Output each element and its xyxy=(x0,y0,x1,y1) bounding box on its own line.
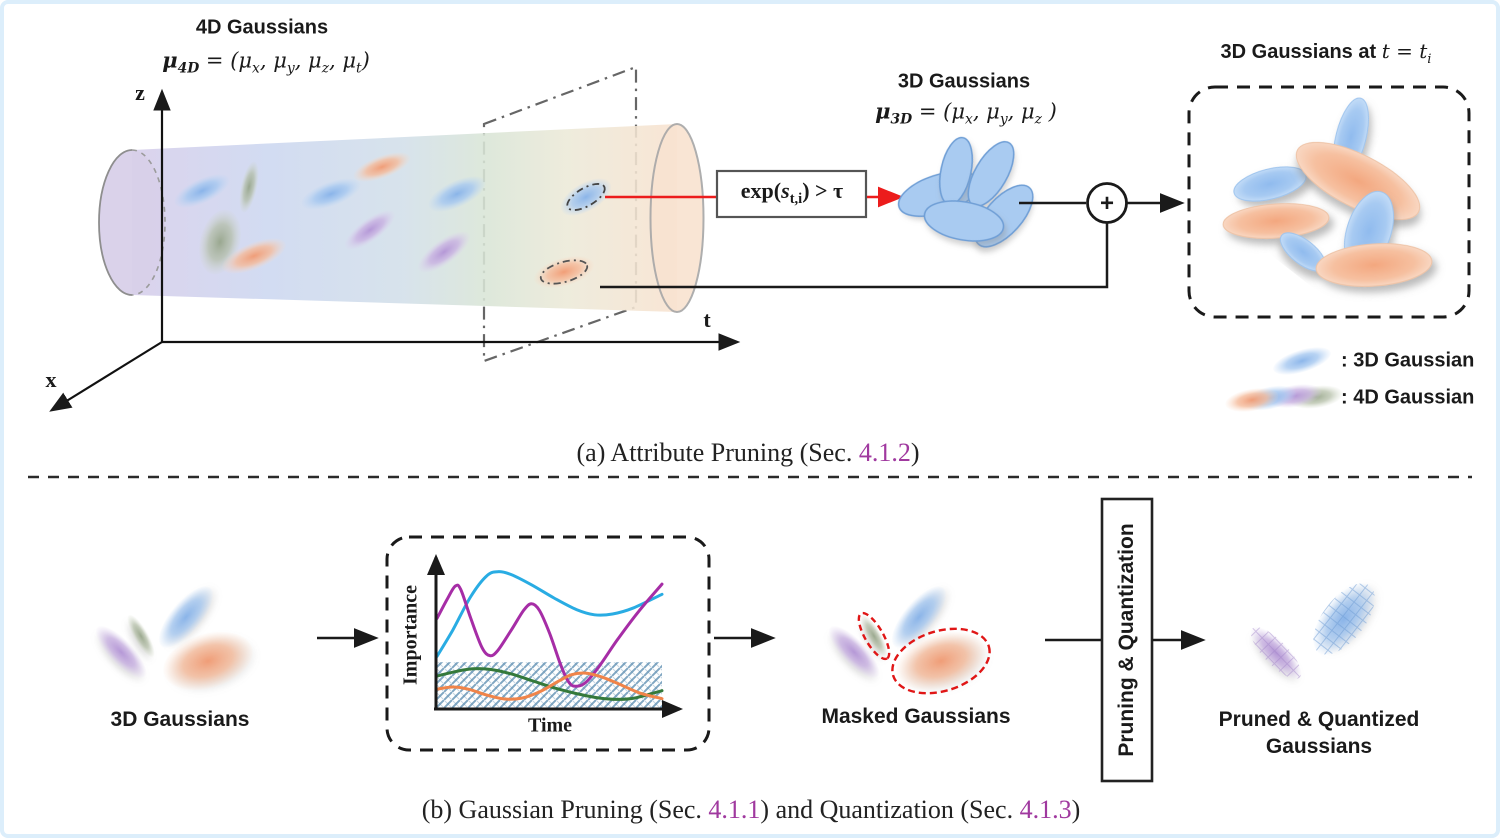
gaussian-ellipse xyxy=(828,626,880,678)
mask-outline-orange xyxy=(891,627,991,695)
3d-gaussians-group xyxy=(95,586,253,691)
plus-label: + xyxy=(1100,190,1114,217)
pruning-box xyxy=(1100,497,1154,783)
axis-label-x: x xyxy=(45,367,57,392)
gaussian-ellipse xyxy=(417,231,471,273)
title-sliced-gaussians: 3D Gaussians at t = ti xyxy=(1220,39,1432,67)
chart-ylabel: Importance xyxy=(399,585,422,685)
legend-4d-label: : 4D Gaussian xyxy=(1341,386,1475,409)
frustum xyxy=(98,124,677,312)
3d-gaussian-petal-cluster xyxy=(897,136,1034,248)
gaussian-ellipse xyxy=(95,626,147,678)
gaussian-ellipse xyxy=(428,176,486,212)
quantized-overlay-blue xyxy=(1313,583,1375,655)
sliced-gaussians-box xyxy=(1187,85,1471,319)
selected-blue-outline xyxy=(566,183,606,211)
gaussian-ellipse xyxy=(860,614,888,658)
legend xyxy=(1225,347,1343,412)
gaussian-ellipse xyxy=(1315,243,1433,287)
caption-a: (a) Attribute Pruning (Sec. 4.1.2) xyxy=(576,438,920,467)
formula-mu-3d: μ3D = (μx, μy, μz ) xyxy=(875,98,1057,128)
pruning-quantization-stage xyxy=(1045,497,1206,783)
frustum-left-cap xyxy=(99,150,165,295)
label-3d-gaussians-b: 3D Gaussians xyxy=(110,708,250,731)
frustum-body xyxy=(132,124,677,312)
masked-gaussians-group xyxy=(828,586,991,695)
gaussian-ellipse xyxy=(1222,203,1330,239)
frustum-right-cap xyxy=(649,123,705,313)
plus-node xyxy=(1086,182,1128,224)
chart-series-orange xyxy=(435,671,664,701)
gaussian-ellipse xyxy=(174,174,230,208)
gaussian-ellipse xyxy=(159,586,213,648)
legend-4d-swatch xyxy=(1225,384,1343,412)
title-4d-gaussians: 4D Gaussians xyxy=(195,16,329,39)
mask-outline-green xyxy=(857,611,891,661)
legend-3d-swatch xyxy=(1273,347,1331,375)
label-masked-gaussians: Masked Gaussians xyxy=(821,705,1011,728)
selected-orange-gaussian xyxy=(533,256,595,288)
gaussian-ellipse xyxy=(353,152,411,182)
gaussian-ellipse xyxy=(163,631,253,691)
pruned-quantized-group xyxy=(1250,583,1375,679)
x-axis xyxy=(49,341,163,412)
selected-orange-outline xyxy=(539,259,589,285)
chart-series-purple xyxy=(435,582,664,688)
axis-label-z: z xyxy=(135,80,145,105)
coordinate-axes xyxy=(49,88,741,412)
gaussian-ellipse xyxy=(892,586,946,648)
sum-node-wiring: + xyxy=(600,182,1185,289)
axis-label-t: t xyxy=(703,307,711,332)
gaussian-ellipse xyxy=(344,210,396,250)
quantized-overlay-purple xyxy=(1250,627,1302,679)
formula-mu-4d: μ4D = (μx, μy, μz, μt) xyxy=(162,47,370,77)
chart-series-green xyxy=(435,667,664,701)
gaussian-ellipse xyxy=(896,631,986,691)
gaussian-ellipse xyxy=(222,238,286,274)
gaussian-ellipse xyxy=(127,614,155,658)
exp-condition-formula: exp(st,i) > τ xyxy=(740,177,844,208)
legend-3d-label: : 3D Gaussian xyxy=(1341,349,1475,372)
title-3d-gaussians: 3D Gaussians xyxy=(897,70,1031,93)
figure-canvas: + xyxy=(28,65,1472,783)
caption-b: (b) Gaussian Pruning (Sec. 4.1.1) and Qu… xyxy=(421,795,1081,824)
4d-gaussians-inside-frustum xyxy=(174,152,612,288)
pruning-condition-wiring xyxy=(605,169,904,219)
gaussian-ellipse xyxy=(301,178,361,210)
selected-blue-gaussian xyxy=(560,178,612,216)
gaussian-ellipse xyxy=(239,161,259,213)
chart-xlabel: Time xyxy=(527,714,573,737)
pruning-box-label: Pruning & Quantization xyxy=(1115,523,1138,757)
chart-dashed-box xyxy=(385,535,711,752)
importance-chart xyxy=(385,535,711,752)
gaussian-ellipse xyxy=(1233,166,1307,202)
exp-condition-box xyxy=(715,169,868,219)
chart-series-blue xyxy=(435,570,664,658)
